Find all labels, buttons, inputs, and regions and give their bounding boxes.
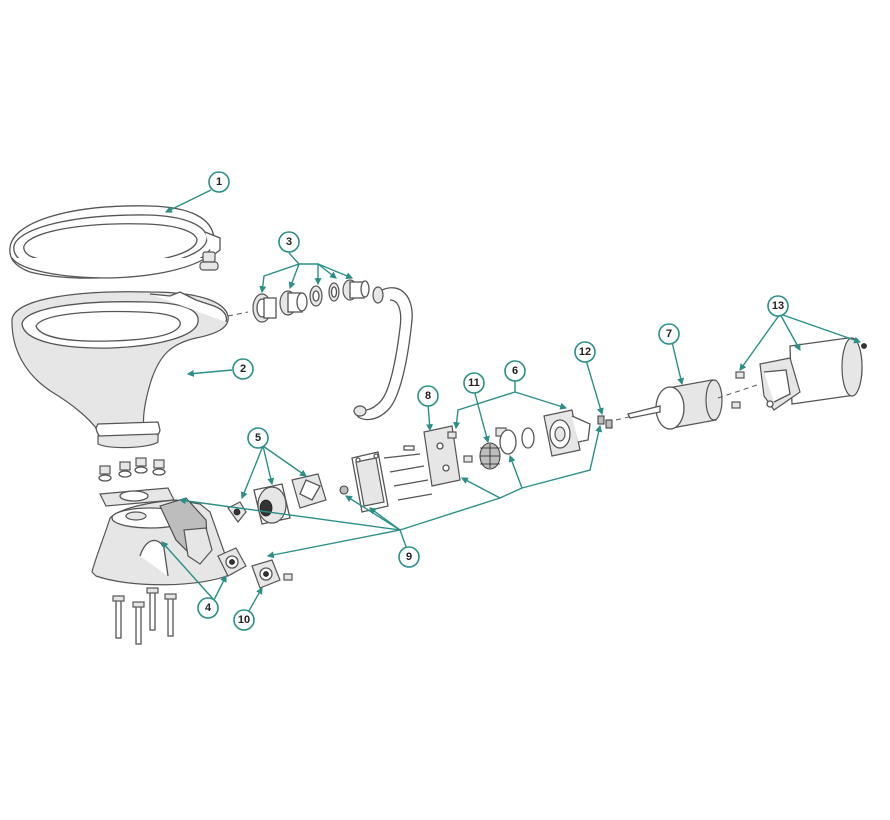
pump-housing-9 <box>339 451 389 513</box>
flange-10 <box>251 559 293 589</box>
motor-7 <box>627 379 723 430</box>
callout-13-label: 13 <box>772 300 784 312</box>
callout-6: 6 <box>504 360 526 382</box>
outlet-fittings <box>252 279 370 323</box>
pump-body-6 <box>499 409 591 457</box>
callout-2: 2 <box>232 358 254 380</box>
pump-base <box>91 497 233 586</box>
toilet-seat-lid <box>9 205 221 279</box>
callout-4: 4 <box>197 597 219 619</box>
callout-1-label: 1 <box>216 176 222 188</box>
callout-6-label: 6 <box>512 365 518 377</box>
fasteners-12 <box>597 415 613 429</box>
hose <box>353 286 413 421</box>
base-gasket <box>99 487 175 507</box>
callout-7: 7 <box>658 323 680 345</box>
callout-11-label: 11 <box>468 377 480 389</box>
callout-1: 1 <box>208 171 230 193</box>
callout-2-label: 2 <box>240 363 246 375</box>
toilet-bowl <box>11 291 229 449</box>
callout-10-label: 10 <box>238 614 250 626</box>
cover-plate-8 <box>383 425 473 501</box>
callout-8-label: 8 <box>425 390 431 402</box>
callout-5: 5 <box>247 427 269 449</box>
macerator-assembly <box>227 473 327 525</box>
callout-3-label: 3 <box>286 236 292 248</box>
callout-11: 11 <box>463 372 485 394</box>
callout-7-label: 7 <box>666 328 672 340</box>
callout-5-label: 5 <box>255 432 261 444</box>
base-bolts <box>112 587 177 645</box>
callout-9-label: 9 <box>406 551 412 563</box>
callout-13: 13 <box>767 295 789 317</box>
callout-3: 3 <box>278 231 300 253</box>
callout-12: 12 <box>574 341 596 363</box>
flange-4 <box>217 547 247 577</box>
impeller-11 <box>479 427 507 470</box>
leader-lines <box>161 189 862 617</box>
callout-12-label: 12 <box>579 346 591 358</box>
callout-8: 8 <box>417 385 439 407</box>
callout-10: 10 <box>233 609 255 631</box>
callout-9: 9 <box>398 546 420 568</box>
motor-cover-13 <box>731 337 867 411</box>
callout-4-label: 4 <box>205 602 212 614</box>
nuts-and-washers <box>98 457 166 482</box>
